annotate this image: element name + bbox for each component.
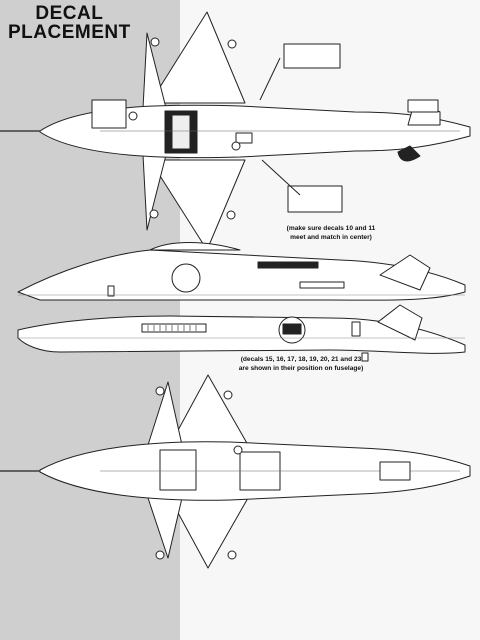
decal-1-wing-panel	[91, 99, 127, 129]
side-view-upper-tail-fin	[379, 254, 431, 291]
top-view-tail-fin-lower	[397, 145, 421, 162]
top-view-upper-wing	[149, 11, 246, 104]
bottom-view-lower-canard	[147, 497, 183, 559]
side-view-upper-intake	[171, 263, 201, 293]
bottom-view-lower-wing	[169, 497, 249, 569]
center-note-line-2: meet and match in center)	[290, 234, 372, 241]
decal-5-fuselage-marking	[235, 132, 253, 144]
bottom-view-upper-wing	[169, 374, 249, 446]
side-view-lower-aircraft	[17, 304, 466, 362]
top-view-fuselage	[39, 104, 471, 159]
decal-2-wing-panel	[283, 43, 341, 69]
decal-vent-strip	[141, 323, 207, 333]
top-view-lower-wing	[149, 159, 246, 251]
fuselage-note-line-1: (decals 15, 16, 17, 18, 19, 20, 21 and 2…	[240, 356, 362, 363]
page-title: DECAL PLACEMENT	[8, 4, 131, 42]
side-view-upper-aircraft	[17, 242, 466, 301]
top-view-lower-canard	[142, 154, 167, 231]
decal-3-wing-panel	[287, 185, 343, 213]
center-decal-note: (make sure decals 10 and 11 meet and mat…	[276, 224, 386, 242]
side-view-lower-tail-fin	[377, 304, 423, 341]
title-line-1: DECAL	[35, 3, 104, 24]
bottom-view-aircraft	[0, 374, 471, 569]
center-note-line-1: (make sure decals 10 and 11	[286, 225, 376, 232]
decal-4-tail-panel	[407, 99, 439, 113]
fuselage-decal-note: (decals 15, 16, 17, 18, 19, 20, 21 and 2…	[228, 355, 374, 373]
fuselage-note-line-2: are shown in their position on fuselage)	[238, 365, 364, 372]
top-view-aircraft	[0, 11, 471, 251]
title-line-2: PLACEMENT	[8, 22, 131, 43]
bottom-view-upper-canard	[147, 381, 183, 446]
